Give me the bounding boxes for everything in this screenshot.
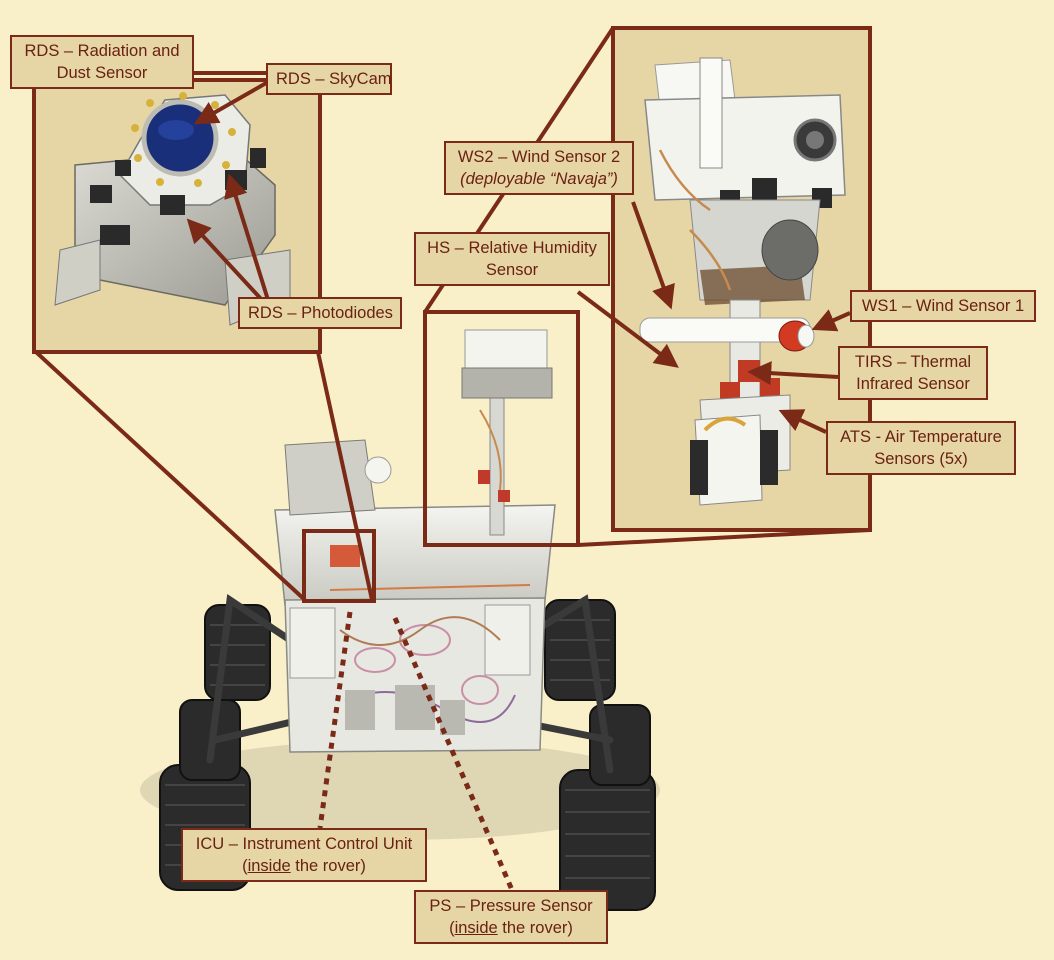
label-tirs: TIRS – Thermal Infrared Sensor bbox=[838, 346, 988, 400]
connector-lines bbox=[34, 26, 871, 602]
label-ats: ATS - Air Temperature Sensors (5x) bbox=[826, 421, 1016, 475]
label-ws2: WS2 – Wind Sensor 2 (deployable “Navaja”… bbox=[444, 141, 634, 195]
label-hs-line1: HS – Relative Humidity bbox=[427, 239, 597, 257]
label-ws2-line2: (deployable “Navaja”) bbox=[460, 170, 618, 188]
label-ats-line2: Sensors (5x) bbox=[874, 450, 968, 468]
label-tirs-line2: Infrared Sensor bbox=[856, 375, 970, 393]
label-rds-sensor: RDS – Radiation and Dust Sensor bbox=[10, 35, 194, 89]
label-icu: ICU – Instrument Control Unit (inside th… bbox=[181, 828, 427, 882]
label-rds-skycam: RDS – SkyCam bbox=[266, 63, 392, 95]
label-rds-skycam-text: RDS – SkyCam bbox=[276, 70, 392, 88]
label-ws1-text: WS1 – Wind Sensor 1 bbox=[861, 297, 1025, 315]
label-ats-line1: ATS - Air Temperature bbox=[840, 428, 1002, 446]
label-icu-rest: the rover) bbox=[290, 857, 366, 875]
label-icu-underline: inside bbox=[247, 857, 291, 875]
label-icu-line1: ICU – Instrument Control Unit bbox=[195, 835, 413, 853]
label-rds-photodiodes: RDS – Photodiodes bbox=[238, 297, 402, 329]
label-ps-line2: (inside the rover) bbox=[424, 917, 598, 939]
label-rds-photodiodes-text: RDS – Photodiodes bbox=[248, 304, 393, 322]
label-ps: PS – Pressure Sensor (inside the rover) bbox=[414, 890, 608, 944]
label-hs: HS – Relative Humidity Sensor bbox=[414, 232, 610, 286]
rover-illustration bbox=[140, 329, 660, 911]
label-ps-underline: inside bbox=[454, 919, 498, 937]
label-ps-open: ( bbox=[449, 919, 455, 937]
mast-location-box bbox=[423, 310, 580, 547]
label-icu-open: ( bbox=[242, 857, 248, 875]
label-ps-line1: PS – Pressure Sensor bbox=[429, 897, 593, 915]
label-rds-sensor-line2: Dust Sensor bbox=[56, 64, 148, 82]
label-rds-sensor-line1: RDS – Radiation and bbox=[24, 42, 180, 60]
rds-location-box bbox=[302, 529, 376, 603]
label-ps-rest: the rover) bbox=[497, 919, 573, 937]
label-icu-line2: (inside the rover) bbox=[191, 855, 417, 877]
label-hs-line2: Sensor bbox=[485, 261, 539, 279]
label-ws2-line1: WS2 – Wind Sensor 2 bbox=[457, 148, 621, 166]
interior-leaders bbox=[317, 611, 515, 891]
label-ws1: WS1 – Wind Sensor 1 bbox=[850, 290, 1036, 322]
label-tirs-line1: TIRS – Thermal bbox=[854, 353, 972, 371]
